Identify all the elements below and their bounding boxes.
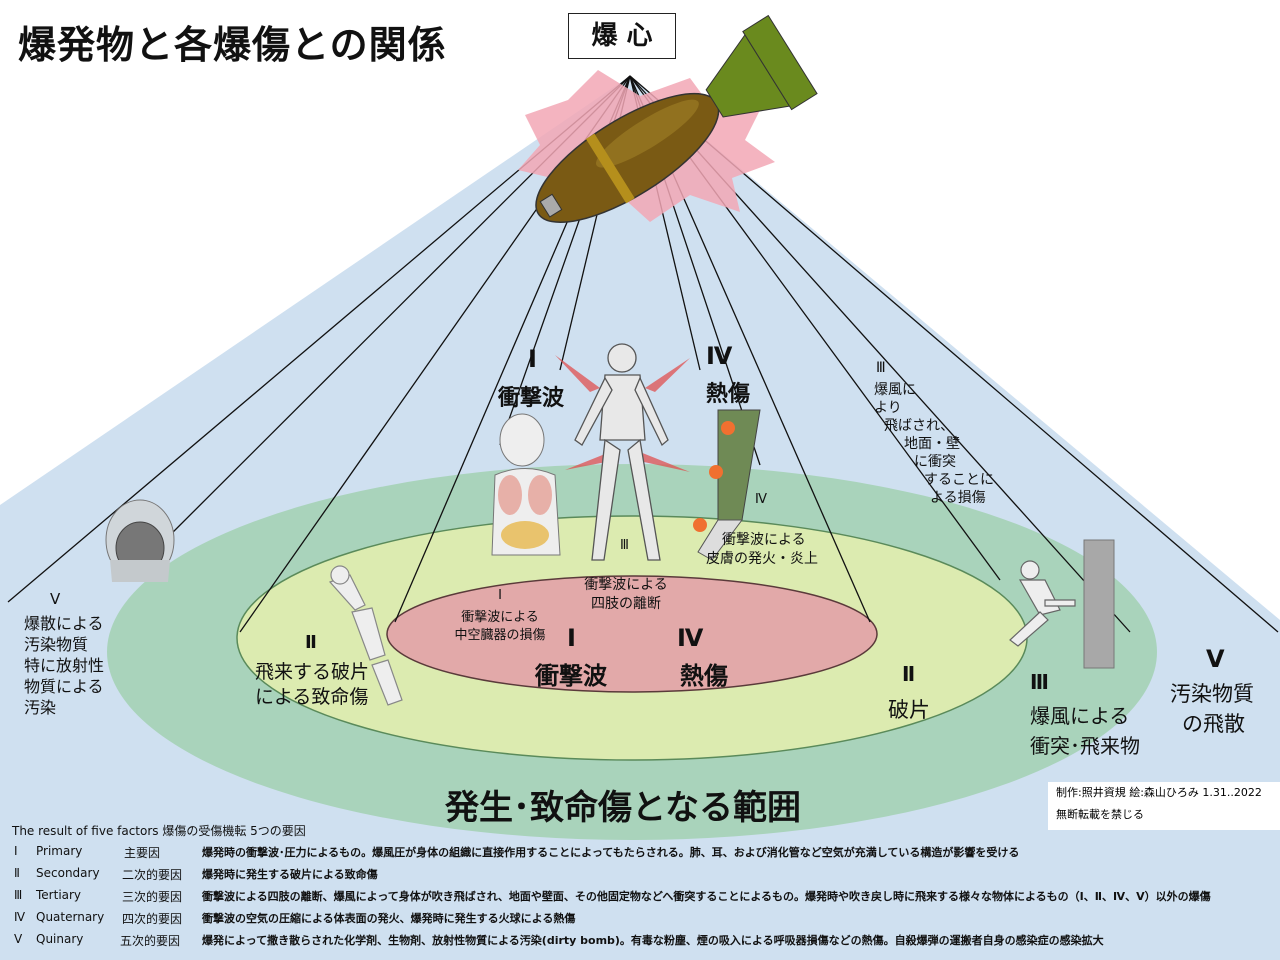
page-title: 爆発物と各爆傷との関係 xyxy=(18,23,447,67)
limb-severance-line2: 四肢の離断 xyxy=(591,596,661,612)
top-quaternary-roman: Ⅳ xyxy=(706,342,733,370)
wall-illustration xyxy=(1083,539,1115,669)
fatal-range-label: 発生･致命傷となる範囲 xyxy=(445,788,801,828)
legend-roman: Ⅴ xyxy=(14,932,23,946)
shockwave-arrows xyxy=(555,355,690,472)
legend-japanese: 四次的要因 xyxy=(122,912,183,926)
legend-roman: Ⅱ xyxy=(14,866,20,880)
inner-primary-num: Ⅰ xyxy=(567,624,576,652)
contamination-line4: 物質による xyxy=(24,677,104,696)
fragment-line2: による致命傷 xyxy=(255,686,369,708)
legend-row: Ⅰ Primary 主要因 爆発時の衝撃波･圧力によるもの。爆風圧が身体の組織に… xyxy=(0,844,1280,866)
impact-line1: 爆風による xyxy=(1030,704,1130,728)
quaternary-small-roman: Ⅳ xyxy=(755,492,767,507)
inner-quaternary-num: Ⅳ xyxy=(677,624,704,652)
legend-description: 爆発時の衝撃波･圧力によるもの。爆風圧が身体の組織に直接作用することによってもた… xyxy=(202,846,1020,859)
inner-range-ellipse xyxy=(386,575,878,693)
legend-heading: The result of five factors 爆傷の受傷機転 5つの要因 xyxy=(12,824,306,838)
inner-primary-text: 衝撃波 xyxy=(535,662,607,690)
inner-primary-line2: 中空臓器の損傷 xyxy=(454,628,546,643)
inner-primary-line1: 衝撃波による xyxy=(461,610,539,625)
blown-figure-illustration xyxy=(1009,560,1076,647)
credit-line1: 制作:照井資規 絵:森山ひろみ 1.31..2022 xyxy=(1056,786,1262,799)
legend-description: 衝撃波による四肢の離断、爆風によって身体が吹き飛ばされ、地面や壁面、その他固定物… xyxy=(202,890,1211,903)
legend-english: Primary xyxy=(36,844,83,858)
legend-row: Ⅲ Tertiary 三次的要因 衝撃波による四肢の離断、爆風によって身体が吹き… xyxy=(0,888,1280,910)
contamination-roman: Ⅴ xyxy=(50,590,61,608)
skin-ignition-line1: 衝撃波による xyxy=(722,532,806,548)
contamination-line1: 爆散による xyxy=(24,614,104,633)
legend-english: Quaternary xyxy=(36,910,105,924)
legend-english: Secondary xyxy=(36,866,100,880)
contamination-line3: 特に放射性 xyxy=(24,656,105,675)
top-primary-roman: Ⅰ xyxy=(528,345,537,373)
legend-description: 爆発によって撒き散らされた化学剤、生物剤、放射性物質による汚染(dirty bo… xyxy=(202,934,1104,947)
shard-roman: Ⅱ xyxy=(902,662,916,686)
protective-helmet-illustration xyxy=(105,499,175,582)
blown-line1: 爆風に xyxy=(874,382,916,398)
legend-description: 衝撃波の空気の圧縮による体表面の発火、爆発時に発生する火球による熱傷 xyxy=(202,912,576,925)
anatomy-torso-illustration xyxy=(491,413,561,556)
blown-roman: Ⅲ xyxy=(876,360,886,376)
blown-line3: 飛ばされ、 xyxy=(884,418,955,434)
human-figure xyxy=(574,343,669,561)
blown-line2: より xyxy=(874,400,902,416)
blown-line7: よる損傷 xyxy=(930,490,986,506)
legend-row: Ⅳ Quaternary 四次的要因 衝撃波の空気の圧縮による体表面の発火、爆発… xyxy=(0,910,1280,932)
legend-row: Ⅴ Quinary 五次的要因 爆発によって撒き散らされた化学剤、生物剤、放射性… xyxy=(0,932,1280,954)
blown-line4: 地面・壁 xyxy=(904,436,960,452)
blown-line5: に衝突 xyxy=(914,454,956,470)
inner-quaternary-text: 熱傷 xyxy=(680,662,728,690)
impact-roman: Ⅲ xyxy=(1030,670,1049,694)
legend-english: Tertiary xyxy=(36,888,82,902)
legend-japanese: 二次的要因 xyxy=(122,868,183,882)
limb-severance-line1: 衝撃波による xyxy=(584,577,668,593)
inner-primary-roman: Ⅰ xyxy=(498,588,502,603)
legend-japanese: 主要因 xyxy=(124,846,161,860)
credit-line2: 無断転載を禁じる xyxy=(1056,808,1144,821)
top-quaternary-text: 熱傷 xyxy=(706,382,751,407)
fragment-roman: Ⅱ xyxy=(305,632,317,653)
fragmented-body-illustration xyxy=(328,565,403,706)
legend-japanese: 三次的要因 xyxy=(122,890,183,904)
legend-english: Quinary xyxy=(36,932,84,946)
top-primary-text: 衝撃波 xyxy=(498,386,565,411)
tertiary-small-roman: Ⅲ xyxy=(620,538,629,553)
legend-description: 爆発時に発生する破片による致命傷 xyxy=(202,868,378,881)
legend-row: Ⅱ Secondary 二次的要因 爆発時に発生する破片による致命傷 xyxy=(0,866,1280,888)
impact-line2: 衝突･飛来物 xyxy=(1030,734,1140,758)
legend-roman: Ⅰ xyxy=(14,844,18,858)
credit-box: 制作:照井資規 絵:森山ひろみ 1.31..2022 無断転載を禁じる xyxy=(1048,782,1280,830)
legend-japanese: 五次的要因 xyxy=(120,934,181,948)
legend-roman: Ⅲ xyxy=(14,888,23,902)
scatter-line1: 汚染物質 xyxy=(1170,682,1254,706)
skin-ignition-line2: 皮膚の発火・炎上 xyxy=(706,551,818,567)
scatter-roman: Ⅴ xyxy=(1206,645,1225,673)
blown-line6: することに xyxy=(924,472,994,488)
scatter-line2: の飛散 xyxy=(1182,712,1245,736)
legend-roman: Ⅳ xyxy=(14,910,26,924)
fragment-line1: 飛来する破片 xyxy=(255,661,370,683)
contamination-line5: 汚染 xyxy=(24,698,57,717)
burned-arm-illustration xyxy=(693,409,761,561)
blast-center-label: 爆 心 xyxy=(568,13,676,59)
contamination-line2: 汚染物質 xyxy=(24,635,89,654)
bomb-illustration xyxy=(535,14,818,223)
shard-text: 破片 xyxy=(888,698,930,722)
